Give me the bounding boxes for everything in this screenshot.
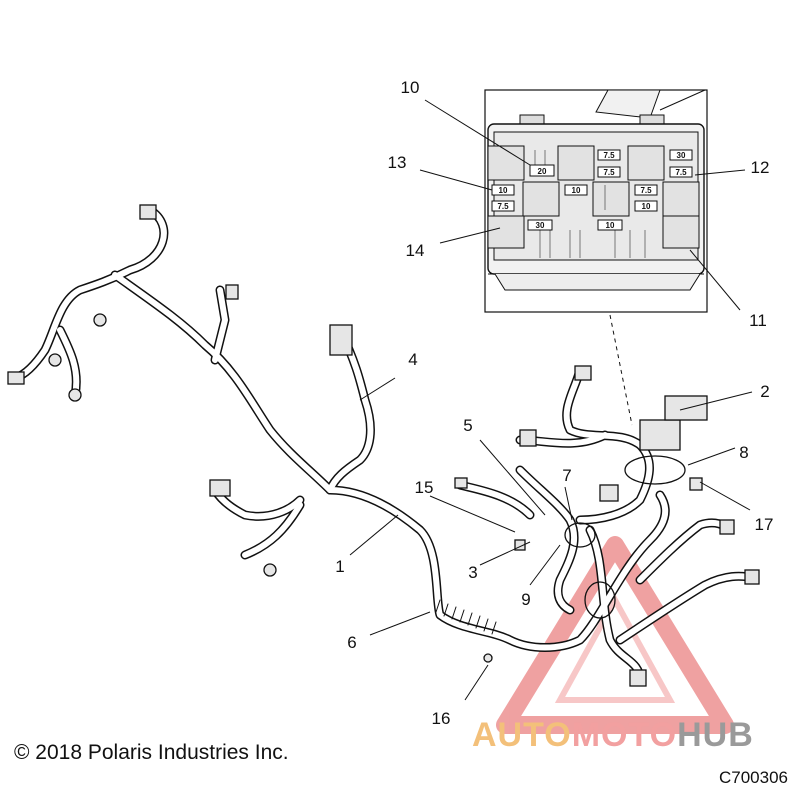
leader-lines (349, 99, 753, 701)
svg-text:7.5: 7.5 (603, 151, 615, 160)
svg-text:30: 30 (677, 151, 686, 160)
callout-11: 11 (749, 311, 767, 330)
callout-1: 1 (335, 557, 344, 576)
callout-14: 14 (406, 241, 425, 260)
callout-13: 13 (388, 153, 407, 172)
watermark-part-moto: MOTO (571, 716, 678, 754)
drawing-id: C700306 (718, 768, 788, 787)
watermark-part-auto: AUTO (472, 716, 572, 754)
copyright-notice: © 2018 Polaris Industries Inc. (14, 741, 289, 764)
fuse-box-inset: 20 7.5 7.5 30 7.5 10 7.5 10 7.5 10 30 10 (484, 89, 708, 313)
watermark-text: AUTOMOTOHUB (472, 716, 754, 755)
fuse-7-5-a: 7.5 (597, 149, 621, 161)
callout-16: 16 (432, 709, 451, 728)
wire-harness (10, 205, 760, 685)
svg-text:7.5: 7.5 (497, 202, 509, 211)
connectors (7, 204, 760, 687)
fuse-10-b: 10 (564, 184, 588, 196)
svg-text:10: 10 (572, 186, 581, 195)
callout-6: 6 (347, 633, 356, 652)
callout-15: 15 (415, 478, 434, 497)
fuse-10-a: 10 (491, 184, 515, 196)
fuse-7-5-d: 7.5 (491, 200, 515, 212)
svg-text:10: 10 (642, 202, 651, 211)
callout-3: 3 (468, 563, 477, 582)
svg-text:30: 30 (536, 221, 545, 230)
callout-5: 5 (463, 416, 472, 435)
fuse-20: 20 (529, 164, 555, 177)
callout-9: 9 (521, 590, 530, 609)
svg-text:7.5: 7.5 (603, 168, 615, 177)
watermark-logo (496, 536, 734, 734)
fuse-7-5-e: 7.5 (634, 184, 658, 196)
watermark-part-hub: HUB (677, 716, 754, 754)
inset-projection-line (609, 314, 633, 426)
callout-17: 17 (755, 515, 774, 534)
fuse-7-5-b: 7.5 (597, 166, 621, 178)
svg-text:7.5: 7.5 (675, 168, 687, 177)
svg-text:20: 20 (538, 167, 547, 176)
callout-12: 12 (751, 158, 770, 177)
svg-text:10: 10 (606, 221, 615, 230)
callout-2: 2 (760, 382, 769, 401)
callout-10: 10 (401, 78, 420, 97)
callout-4: 4 (408, 350, 417, 369)
callout-8: 8 (739, 443, 748, 462)
fuse-30-a: 30 (669, 149, 693, 161)
fuse-10-d: 10 (597, 219, 623, 231)
svg-text:7.5: 7.5 (640, 186, 652, 195)
callout-labels: 1 2 3 4 5 6 7 8 9 10 11 12 13 14 15 16 1… (335, 78, 773, 728)
callout-7: 7 (562, 466, 571, 485)
fuse-10-c: 10 (634, 200, 658, 212)
fuse-30-b: 30 (527, 219, 553, 231)
svg-text:10: 10 (499, 186, 508, 195)
fuse-7-5-c: 7.5 (669, 166, 693, 178)
